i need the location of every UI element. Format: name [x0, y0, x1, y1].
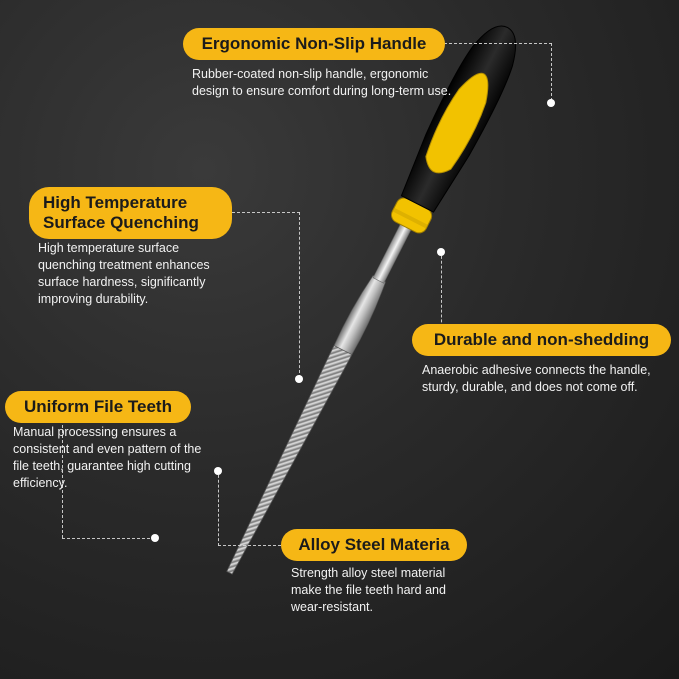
teeth-leader-horizontal — [62, 538, 155, 539]
handle-point-dot — [547, 99, 555, 107]
quench-point-dot — [295, 375, 303, 383]
handle-callout-desc: Rubber-coated non-slip handle, ergonomic… — [192, 67, 452, 98]
alloy-point-dot — [214, 467, 222, 475]
alloy-callout-desc: Strength alloy steel material make the f… — [291, 566, 446, 614]
durable-callout-title: Durable and non-shedding — [412, 324, 671, 356]
teeth-callout-title: Uniform File Teeth — [5, 391, 191, 423]
alloy-callout-title: Alloy Steel Materia — [281, 529, 467, 561]
handle-callout-title: Ergonomic Non-Slip Handle — [183, 28, 445, 60]
durable-leader-vertical — [441, 251, 442, 337]
durable-callout-desc: Anaerobic adhesive connects the handle, … — [422, 363, 651, 394]
alloy-leader-vertical — [218, 470, 219, 546]
teeth-leader-vertical — [62, 420, 63, 538]
handle-leader-vertical — [551, 43, 552, 101]
quench-callout-desc: High temperature surface quenching treat… — [38, 241, 210, 306]
teeth-point-dot — [151, 534, 159, 542]
alloy-leader-horizontal — [218, 545, 281, 546]
quench-leader-horizontal — [232, 212, 300, 213]
teeth-callout-desc: Manual processing ensures a consistent a… — [13, 425, 202, 490]
durable-point-dot — [437, 248, 445, 256]
quench-callout-title: High Temperature Surface Quenching — [29, 187, 232, 239]
quench-leader-vertical — [299, 212, 300, 378]
handle-leader-horizontal — [444, 43, 552, 44]
